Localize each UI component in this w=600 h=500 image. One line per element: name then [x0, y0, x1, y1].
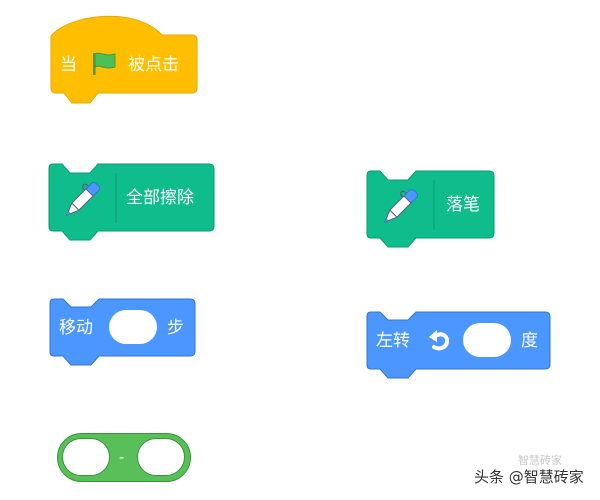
right-operand-input[interactable]: [137, 438, 185, 476]
steps-input[interactable]: [109, 310, 157, 344]
block-suffix-text: 度: [521, 331, 538, 351]
watermark-text: 头条 @智慧砖家: [474, 468, 584, 486]
degrees-input[interactable]: [463, 323, 511, 357]
stack-block-shape: [48, 163, 215, 241]
turn-left-block[interactable]: 左转 度: [366, 311, 552, 381]
hat-block-shape: [50, 15, 198, 104]
block-prefix-text: 左转: [376, 331, 410, 351]
block-label-text: 全部擦除: [126, 188, 194, 208]
block-prefix-text: 当: [60, 55, 77, 75]
watermark: 智慧砖家 头条 @智慧砖家: [474, 454, 584, 487]
erase-all-block[interactable]: 全部擦除: [48, 163, 216, 243]
operator-symbol: -: [119, 448, 125, 466]
block-prefix-text: 移动: [59, 318, 93, 338]
pen-down-block[interactable]: 落笔: [366, 170, 496, 250]
move-steps-block[interactable]: 移动 步: [49, 298, 197, 368]
watermark-ghost-text: 智慧砖家: [518, 454, 562, 467]
block-suffix-text: 被点击: [128, 55, 179, 75]
block-label-text: 落笔: [446, 195, 480, 215]
when-flag-clicked-block[interactable]: 当 被点击: [50, 12, 198, 104]
left-operand-input[interactable]: [62, 438, 110, 476]
block-suffix-text: 步: [167, 318, 184, 338]
stack-block-shape: [366, 170, 495, 248]
subtract-reporter-block[interactable]: -: [57, 433, 191, 482]
